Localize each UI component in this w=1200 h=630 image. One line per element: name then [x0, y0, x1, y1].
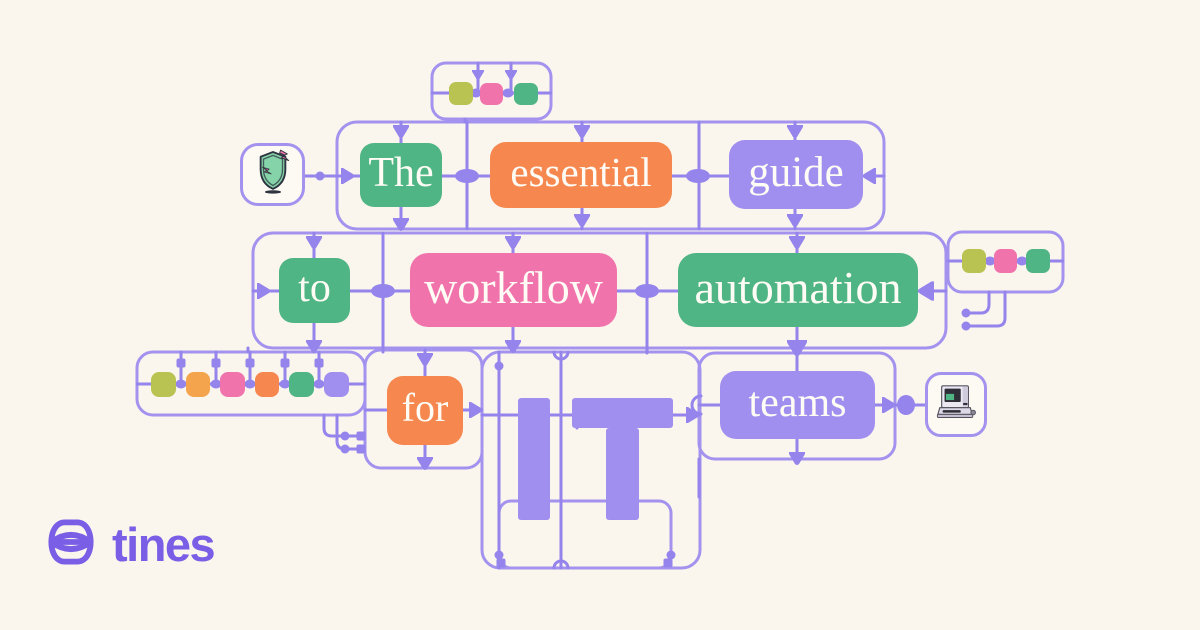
word-guide: guide — [748, 148, 844, 196]
brand-lockup: tines — [46, 514, 306, 574]
mini-square-purple — [324, 372, 349, 397]
it-letter-t-bar — [572, 398, 673, 428]
mini-square-green — [289, 372, 314, 397]
mini-square-olive — [449, 82, 473, 105]
dot-connectors — [315, 171, 971, 560]
mini-square-olive — [962, 249, 986, 273]
word-node-workflow: workflow — [410, 253, 617, 327]
it-group-outline — [480, 350, 702, 570]
mini-square-pink — [994, 249, 1017, 273]
mini-action-squares — [151, 82, 1050, 397]
mini-square-orange — [255, 372, 279, 397]
word-node-automation: automation — [678, 253, 918, 327]
lens-connectors — [175, 88, 1028, 415]
top-mini-group-outline — [430, 61, 553, 121]
word-node-teams: teams — [720, 371, 875, 439]
left-connectors — [863, 168, 934, 301]
retro-computer-icon — [935, 381, 977, 428]
word-essential: essential — [510, 149, 652, 195]
word-node-guide: guide — [729, 140, 863, 209]
word-the: The — [368, 149, 434, 196]
square-connectors — [176, 358, 673, 568]
mini-square-olive — [151, 372, 176, 397]
mini-square-green — [1026, 249, 1050, 273]
tines-wordmark: tines — [112, 517, 216, 571]
word-for: for — [401, 385, 449, 430]
it-letter-i — [518, 398, 550, 520]
word-teams: teams — [748, 379, 847, 426]
computer-node — [925, 372, 987, 437]
shield-node — [240, 143, 305, 206]
mini-square-amber — [186, 372, 210, 397]
word-node-the: The — [360, 143, 442, 207]
shield-icon — [254, 149, 292, 200]
word-automation: automation — [694, 261, 902, 313]
word-node-for: for — [387, 376, 463, 445]
word-node-essential: essential — [490, 142, 672, 208]
word-to: to — [298, 265, 331, 311]
right-connectors — [257, 168, 895, 423]
word-node-to: to — [279, 258, 350, 323]
mini-square-green — [514, 83, 538, 105]
mini-square-pink — [220, 372, 245, 397]
it-letter-t-stem — [606, 428, 639, 520]
tines-logo-icon — [46, 513, 96, 576]
word-workflow: workflow — [424, 261, 603, 313]
connector-glyphs — [175, 70, 1028, 568]
down-connectors — [306, 70, 807, 470]
mini-square-pink — [480, 83, 503, 105]
